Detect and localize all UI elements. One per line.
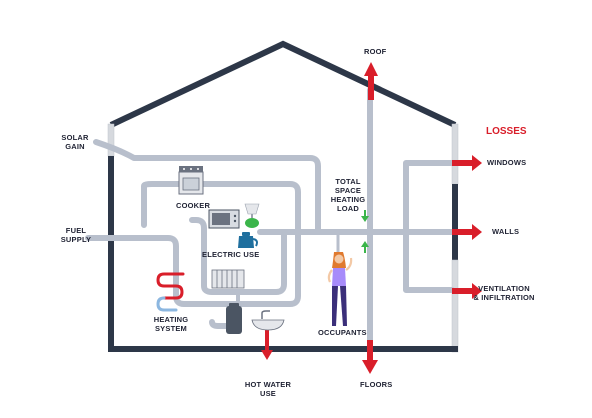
total-line-4: LOAD	[336, 204, 360, 213]
hot-water-use-label: HOT WATER USE	[242, 380, 294, 398]
roof-label: ROOF	[364, 47, 387, 56]
solar-gain-line-1: SOLAR	[61, 133, 89, 142]
occupants-label: OCCUPANTS	[318, 328, 367, 337]
cooker-icon	[178, 166, 204, 195]
heating-line-1: HEATING	[153, 315, 189, 324]
windows-label: WINDOWS	[487, 158, 527, 167]
lamp-icon	[244, 203, 260, 228]
up-arrow-icon	[361, 241, 369, 247]
cooker-label: COOKER	[176, 201, 211, 210]
losses-label: LOSSES	[486, 126, 527, 137]
ventilation-arrow	[472, 283, 482, 299]
walls-label: WALLS	[492, 227, 520, 236]
floors-arrow	[362, 360, 378, 374]
vent-line-1: VENTILATION	[478, 284, 530, 293]
roof-arrow	[364, 62, 378, 76]
ventilation-infiltration-label: VENTILATION & INFILTRATION	[472, 284, 536, 302]
total-space-heating-load-label: TOTAL SPACE HEATING LOAD	[326, 177, 370, 213]
windows-arrow	[472, 155, 482, 171]
fuel-line-2: SUPPLY	[60, 235, 92, 244]
kettle-icon	[238, 232, 258, 248]
hot-water-line-1: HOT WATER	[244, 380, 292, 389]
radiator-icon	[211, 269, 245, 289]
fuel-supply-label: FUEL SUPPLY	[58, 226, 94, 244]
electric-use-label: ELECTRIC USE	[202, 250, 260, 259]
heating-system-label: HEATING SYSTEM	[150, 315, 192, 333]
boiler-icon	[226, 303, 242, 334]
green-arrows	[361, 210, 369, 253]
vent-line-2: & INFILTRATION	[473, 293, 535, 302]
hot-water-line-2: USE	[259, 389, 277, 398]
hot-water-arrow	[261, 350, 273, 360]
microwave-icon	[208, 209, 240, 229]
loss-arrows	[261, 62, 482, 374]
floors-label: FLOORS	[360, 380, 393, 389]
total-line-1: TOTAL	[335, 177, 361, 186]
sink-icon	[251, 310, 285, 331]
house-outline	[107, 40, 459, 353]
person-icon	[327, 252, 353, 326]
down-arrow-icon	[361, 216, 369, 222]
flow-pipes	[85, 87, 455, 349]
total-line-2: SPACE	[334, 186, 362, 195]
fuel-line-1: FUEL	[65, 226, 87, 235]
solar-gain-line-2: GAIN	[65, 142, 85, 151]
total-line-3: HEATING	[330, 195, 366, 204]
walls-arrow	[472, 224, 482, 240]
heating-line-2: SYSTEM	[154, 324, 188, 333]
heating-coil-icon	[156, 272, 185, 312]
solar-gain-label: SOLAR GAIN	[60, 133, 90, 151]
